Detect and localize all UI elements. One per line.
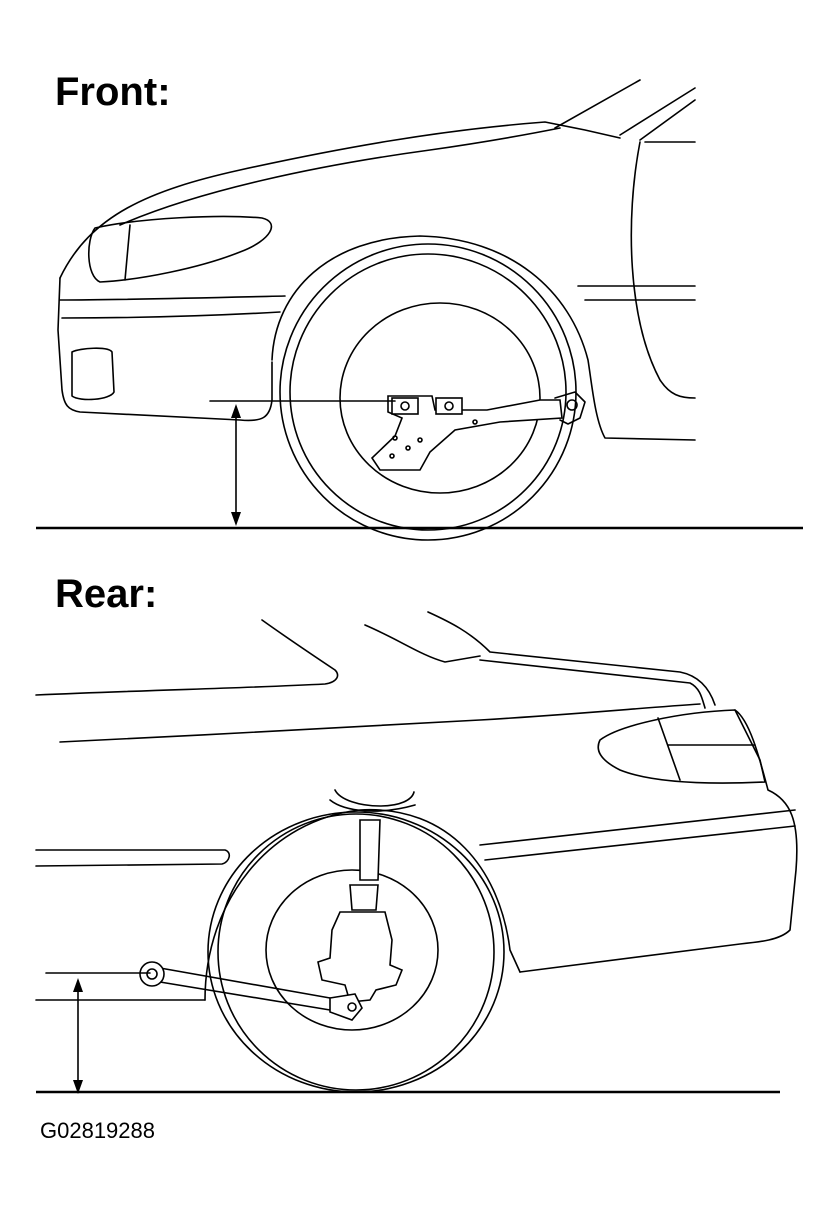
- rear-section-title: Rear:: [55, 572, 158, 616]
- front-section-title: Front:: [55, 70, 171, 114]
- front-measurement: [209, 400, 396, 526]
- figure-code: G02819288: [40, 1118, 155, 1143]
- front-wheel: [279, 243, 577, 541]
- front-lower-arm: [370, 391, 586, 471]
- rear-measurement: [45, 972, 151, 1094]
- rear-lateral-link: [139, 961, 363, 1021]
- rear-car-body: [35, 611, 798, 1001]
- front-car-body: [57, 79, 696, 441]
- rear-strut-assembly: [317, 819, 404, 1003]
